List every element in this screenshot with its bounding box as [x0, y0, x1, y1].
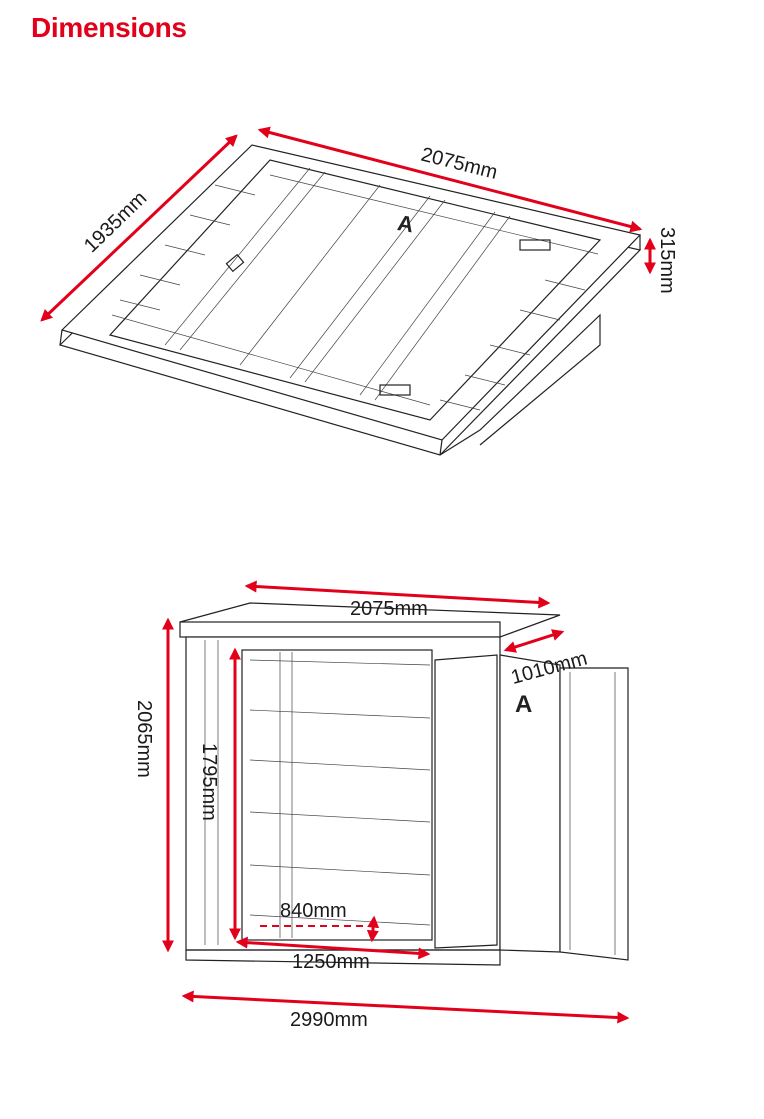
door-opening-width-label: 1250mm — [292, 951, 370, 973]
shed-dimensions: 2075mm 1010mm 2065mm 1795mm 840mm 1250mm… — [133, 580, 630, 1031]
roof-height-label: 315mm — [656, 227, 678, 294]
roof-width-label: 1935mm — [80, 187, 151, 257]
roof-length-label: 2075mm — [419, 144, 500, 184]
width-arrow — [40, 134, 238, 322]
total-height-label: 2065mm — [133, 700, 155, 778]
page-title: Dimensions — [31, 12, 187, 43]
brand-logo-side: A — [515, 691, 532, 718]
door-height-label: 1795mm — [198, 743, 220, 821]
roof-length-label-2: 2075mm — [350, 598, 428, 620]
open-width-label: 2990mm — [290, 1009, 368, 1031]
roof-panel-drawing: A — [58, 144, 642, 456]
length-arrow — [257, 126, 643, 233]
door-half-width-label: 840mm — [280, 900, 347, 922]
